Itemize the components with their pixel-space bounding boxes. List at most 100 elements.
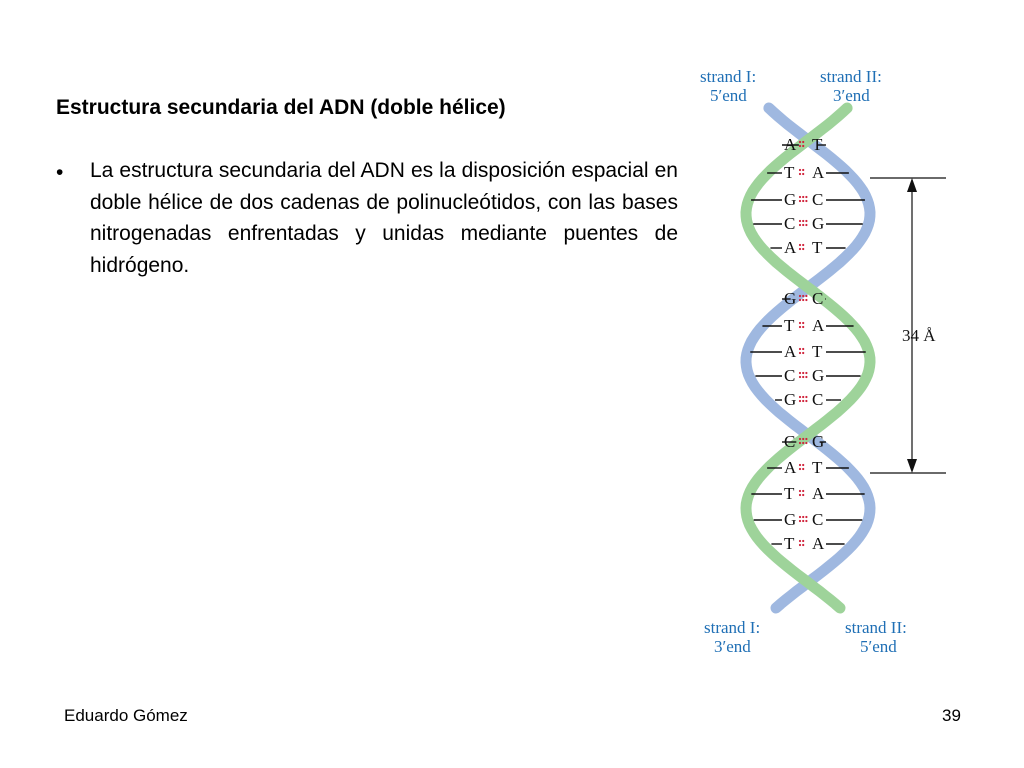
hydrogen-bond-dot (798, 467, 802, 471)
hydrogen-bond-dot (802, 199, 805, 203)
hydrogen-bond-dot (805, 219, 808, 223)
base-right: G (812, 366, 824, 385)
hydrogen-bond-dot (798, 321, 802, 325)
hydrogen-bond-dot (805, 223, 808, 227)
hydrogen-bond-dot (802, 168, 805, 172)
base-right: A (812, 163, 825, 182)
hydrogen-bond-dot (802, 395, 805, 399)
hydrogen-bond-dot (798, 195, 802, 199)
hydrogen-bond-dot (802, 467, 805, 471)
hydrogen-bond-dot (802, 489, 805, 493)
base-left: G (784, 190, 796, 209)
strand-2-bottom-label: strand II: (845, 618, 907, 637)
hydrogen-bond-dot (802, 493, 805, 497)
hydrogen-bond-dot (802, 247, 805, 251)
hydrogen-bond-dot (802, 219, 805, 223)
hydrogen-bond-dot (798, 519, 802, 523)
base-right: A (812, 316, 825, 335)
hydrogen-bond-dot (802, 463, 805, 467)
hydrogen-bond-dot (798, 243, 802, 247)
hydrogen-bond-dot (802, 243, 805, 247)
base-right: C (812, 510, 823, 529)
hydrogen-bond-dot (802, 371, 805, 375)
hydrogen-bond-dot (798, 493, 802, 497)
hydrogen-bond-dot (798, 168, 802, 172)
hydrogen-bond-dot (798, 325, 802, 329)
hydrogen-bond-dot (798, 399, 802, 403)
hydrogen-bond-dot (805, 371, 808, 375)
page-number: 39 (942, 706, 961, 725)
base-right: G (812, 214, 824, 233)
hydrogen-bond-dot (802, 519, 805, 523)
hydrogen-bond-dot (802, 539, 805, 543)
hydrogen-bond-dot (802, 543, 805, 547)
base-right: T (812, 342, 823, 361)
hydrogen-bond-dot (802, 325, 805, 329)
strand-1-bottom-label: strand I: (704, 618, 760, 637)
hydrogen-bond-dot (805, 199, 808, 203)
base-left: A (784, 458, 797, 477)
base-right: A (812, 484, 825, 503)
strand-1-backbone (740, 102, 876, 614)
hydrogen-bond-dot (798, 298, 802, 302)
hydrogen-bond-dot (798, 172, 802, 176)
strand-1-bottom-end: 3′end (714, 637, 751, 656)
hydrogen-bond-dot (805, 519, 808, 523)
base-right: T (812, 238, 823, 257)
pitch-dimension: 34 Å (870, 177, 946, 474)
hydrogen-bond-dot (802, 347, 805, 351)
strand-1-top-label: strand I: (700, 67, 756, 86)
hydrogen-bond-dot (802, 195, 805, 199)
hydrogen-bond-dot (798, 144, 802, 148)
hydrogen-bond-dot (798, 294, 802, 298)
base-left: G (784, 289, 796, 308)
base-right: C (812, 190, 823, 209)
base-left: G (784, 390, 796, 409)
base-left: G (784, 510, 796, 529)
hydrogen-bond-dot (805, 399, 808, 403)
hydrogen-bond-dot (802, 294, 805, 298)
hydrogen-bond-dot (802, 321, 805, 325)
hydrogen-bond-dot (798, 489, 802, 493)
hydrogen-bond-dot (798, 351, 802, 355)
hydrogen-bond-dot (798, 347, 802, 351)
base-right: A (812, 534, 825, 553)
footer-author: Eduardo Gómez (64, 706, 188, 725)
arrow-up-icon (907, 178, 917, 192)
pitch-label: 34 Å (902, 326, 936, 345)
hydrogen-bond-dot (798, 539, 802, 543)
bullet-item: • La estructura secundaria del ADN es la… (56, 155, 678, 281)
hydrogen-bond-dot (798, 375, 802, 379)
base-left: A (784, 238, 797, 257)
base-right: C (812, 390, 823, 409)
hydrogen-bond-dot (802, 144, 805, 148)
hydrogen-bond-dot (798, 395, 802, 399)
slide-title: Estructura secundaria del ADN (doble hél… (56, 96, 506, 119)
base-left: T (784, 163, 795, 182)
strand-2-top-label: strand II: (820, 67, 882, 86)
hydrogen-bond-dot (802, 172, 805, 176)
hydrogen-bond-dot (805, 195, 808, 199)
base-right: T (812, 458, 823, 477)
base-left: T (784, 484, 795, 503)
base-left: A (784, 135, 797, 154)
hydrogen-bond-dot (798, 199, 802, 203)
hydrogen-bond-dot (798, 140, 802, 144)
base-right: C (812, 289, 823, 308)
strand-2-backbone (740, 102, 876, 614)
dna-double-helix-figure: strand I: 5′end strand II: 3′end strand … (700, 67, 946, 656)
hydrogen-bond-dot (798, 437, 802, 441)
hydrogen-bond-dot (798, 543, 802, 547)
